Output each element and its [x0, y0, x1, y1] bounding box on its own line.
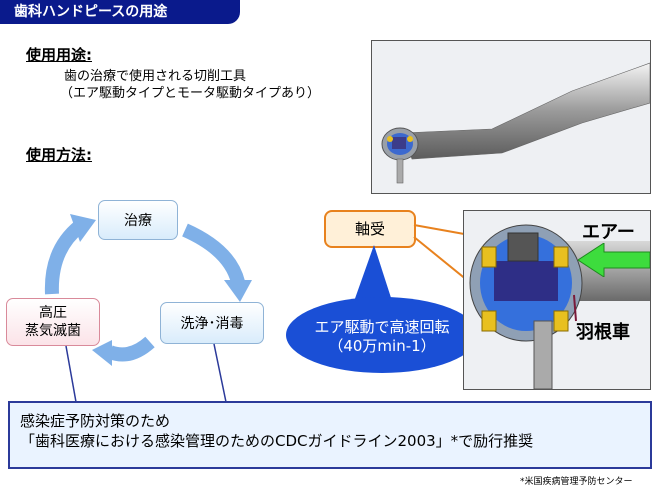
air-label: エアー	[582, 222, 635, 243]
handpiece-closeup-photo	[463, 210, 651, 390]
footnote: *米国疾病管理予防センター	[520, 477, 633, 487]
cycle-node-sterilize-line-1: 高圧	[39, 305, 67, 321]
bearing-label: 軸受	[354, 220, 385, 238]
callout-line-1: エア駆動で高速回転	[314, 318, 450, 336]
cycle-arrowhead-2	[92, 340, 112, 366]
cycle-arrows	[44, 214, 252, 366]
cycle-node-wash: 洗浄･消毒	[160, 302, 264, 344]
cycle-arrow-treatment-to-wash	[182, 223, 245, 285]
usage-line-2: （エア駆動タイプとモータ駆動タイプあり）	[60, 86, 321, 101]
handpiece-illustration	[381, 62, 650, 184]
note-line-2: 「歯科医療における感染管理のためのCDCガイドライン2003」*で励行推奨	[20, 432, 534, 450]
cycle-node-sterilize: 高圧 蒸気滅菌	[6, 298, 100, 346]
infection-control-note: 感染症予防対策のため 「歯科医療における感染管理のためのCDCガイドライン200…	[8, 401, 652, 469]
cycle-node-wash-label: 洗浄･消毒	[180, 316, 244, 332]
note-connectors	[65, 343, 227, 403]
method-label: 使用方法:	[26, 146, 92, 164]
air-arrow	[578, 243, 650, 277]
cycle-arrowhead-1	[224, 280, 252, 302]
cycle-arrow-wash-to-sterilize	[107, 336, 155, 362]
cycle-arrowhead-3	[70, 214, 96, 242]
callout-text: エア駆動で高速回転 （40万min-1）	[282, 318, 482, 356]
usage-line-1: 歯の治療で使用される切削工具	[64, 69, 247, 84]
handpiece-closeup-illustration	[469, 224, 650, 389]
cycle-node-treatment-label: 治療	[124, 213, 152, 229]
bearing-box: 軸受	[324, 210, 416, 248]
callout-bubble	[286, 245, 478, 373]
callout-line-2: （40万min-1）	[328, 337, 436, 355]
cycle-arrow-sterilize-to-treatment	[44, 220, 85, 295]
page-title: 歯科ハンドピースの用途	[0, 0, 240, 24]
cycle-node-treatment: 治療	[98, 200, 178, 240]
impeller-label: 羽根車	[576, 322, 630, 343]
cycle-node-sterilize-line-2: 蒸気滅菌	[25, 323, 81, 339]
note-line-1: 感染症予防対策のため	[20, 412, 171, 430]
handpiece-photo	[371, 40, 651, 194]
usage-label: 使用用途:	[26, 46, 92, 64]
